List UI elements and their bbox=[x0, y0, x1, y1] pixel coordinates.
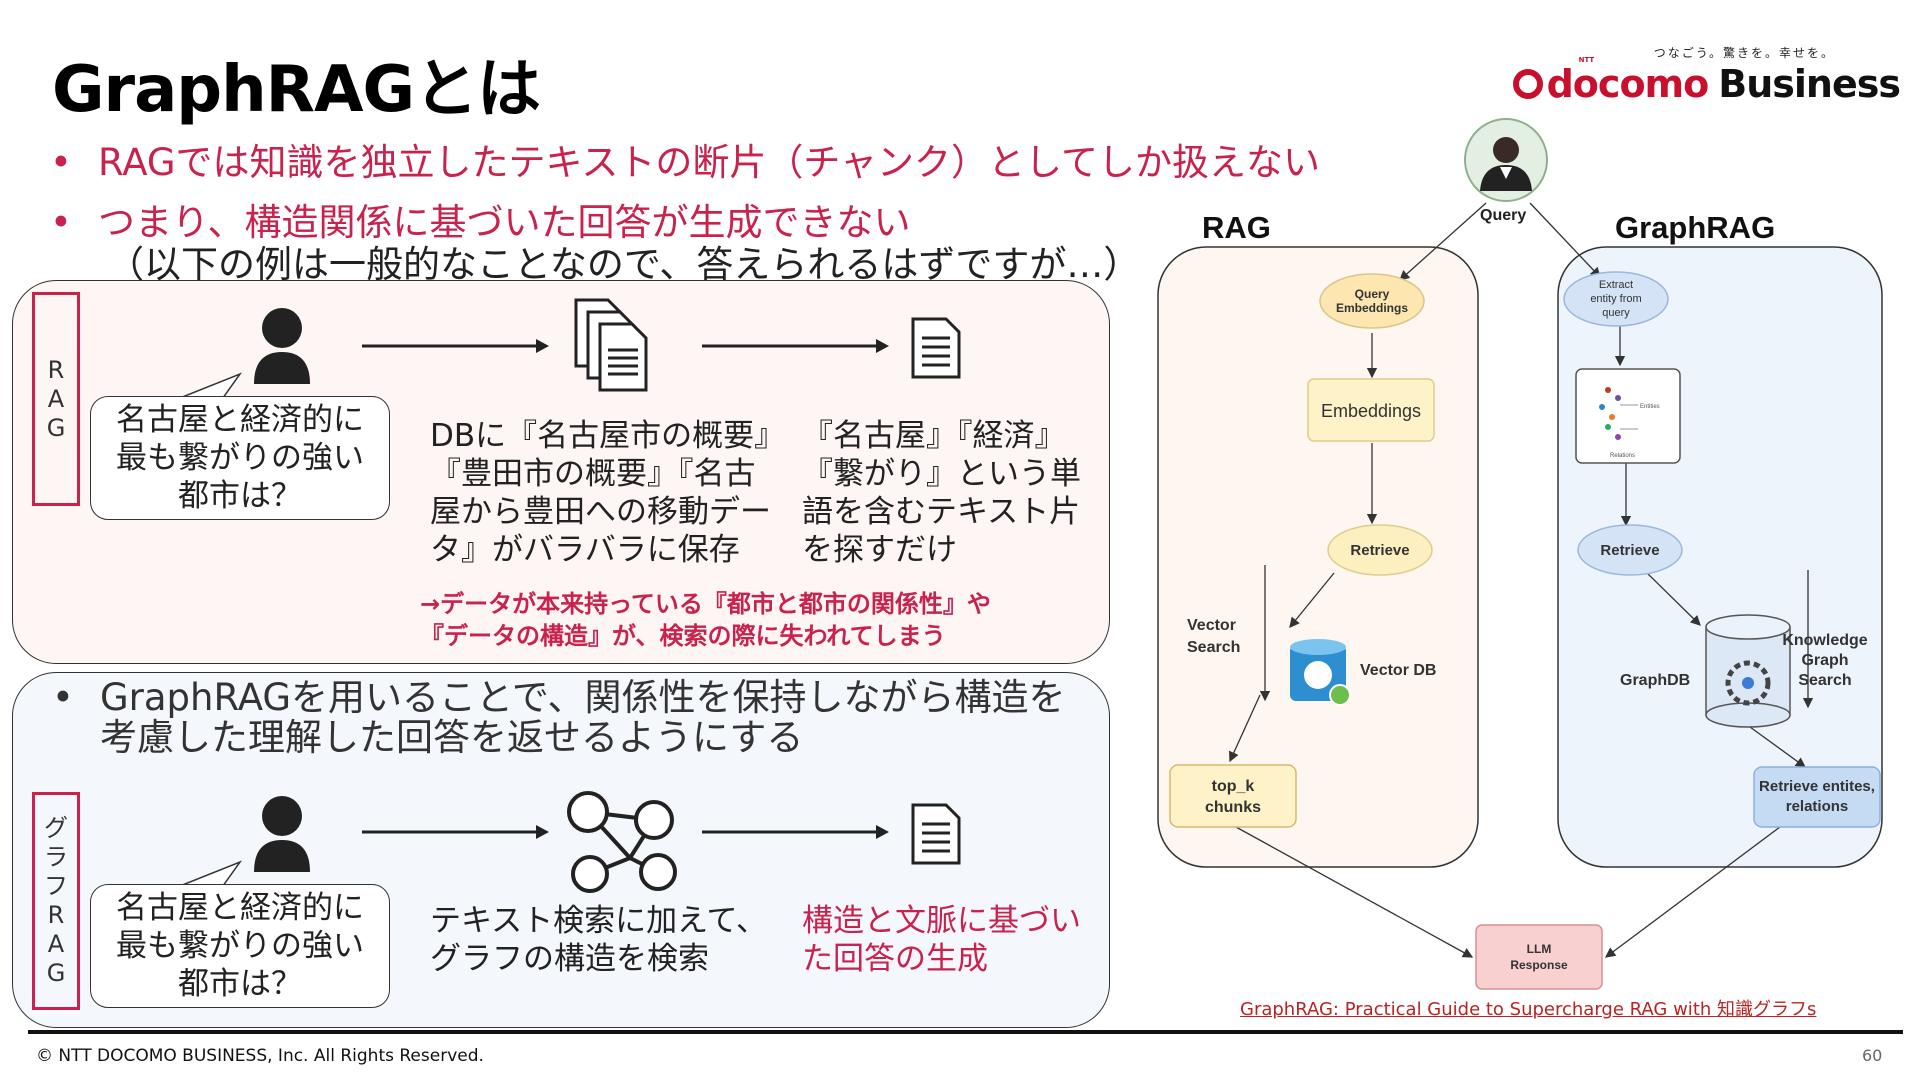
bullet-dot-icon: • bbox=[52, 676, 74, 719]
document-icon bbox=[911, 317, 961, 379]
docomo-ring-icon bbox=[1512, 69, 1543, 99]
graphrag-title: GraphRAG bbox=[1615, 210, 1775, 245]
label-char: フ bbox=[44, 872, 68, 900]
label-char: G bbox=[46, 413, 66, 442]
speech-tail-icon bbox=[169, 860, 243, 890]
node-text: Response bbox=[1510, 958, 1568, 972]
arrow-right-icon bbox=[362, 825, 549, 839]
node-text: Retrieve entites, bbox=[1759, 778, 1875, 795]
label-char: R bbox=[47, 901, 65, 929]
rag-question-bubble: 名古屋と経済的に 最も繋がりの強い 都市は？ bbox=[90, 396, 390, 520]
node-text: Extract bbox=[1599, 279, 1633, 291]
graphrag-bullet-text: GraphRAGを用いることで、関係性を保持しながら構造を 考慮した理解した回答… bbox=[100, 676, 1066, 759]
node-text: top_k bbox=[1212, 778, 1255, 795]
user-icon bbox=[254, 308, 310, 384]
bullet-2-text: つまり、構造関係に基づいた回答が生成できない bbox=[98, 201, 911, 244]
rag-vertical-label: R A G bbox=[32, 292, 80, 506]
document-icon bbox=[911, 803, 961, 865]
thumbnail-entities-text: Entities bbox=[1640, 404, 1660, 410]
bullet-dot-icon: • bbox=[50, 141, 72, 184]
kg-search-label: Knowledge bbox=[1782, 632, 1867, 649]
query-label: Query bbox=[1480, 207, 1526, 224]
rag-search-text: 『名古屋』『経済』 『繋がり』という単 語を含むテキスト片 を探すだけ bbox=[802, 418, 1081, 568]
vector-search-label: Search bbox=[1187, 639, 1240, 656]
node-text: Retrieve bbox=[1350, 542, 1409, 559]
question-line: 都市は？ bbox=[178, 966, 302, 1002]
graphrag-search-text: テキスト検索に加えて、 グラフの構造を検索 bbox=[430, 903, 767, 977]
label-char: G bbox=[46, 959, 66, 987]
llm-response-node bbox=[1475, 924, 1603, 990]
node-text: chunks bbox=[1205, 799, 1261, 816]
node-text: query bbox=[1602, 307, 1630, 319]
brand-logo: NTT docomo Business bbox=[1512, 56, 1901, 106]
graphrag-result-text: 構造と文脈に基づい た回答の生成 bbox=[802, 903, 1081, 977]
entity-relation-thumbnail: Entities Relations bbox=[1575, 368, 1681, 464]
arrow-right-icon bbox=[702, 339, 889, 353]
bullet-2: • つまり、構造関係に基づいた回答が生成できない bbox=[50, 192, 911, 246]
kg-search-label: Graph bbox=[1801, 652, 1848, 669]
embeddings-node bbox=[1307, 378, 1435, 442]
node-text: Query bbox=[1355, 287, 1390, 301]
extract-entity-node bbox=[1563, 271, 1669, 327]
arrow-right-icon bbox=[362, 339, 549, 353]
node-text: Embeddings bbox=[1321, 401, 1421, 421]
node-text: Embeddings bbox=[1336, 301, 1408, 315]
graphrag-question-bubble: 名古屋と経済的に 最も繋がりの強い 都市は？ bbox=[90, 884, 390, 1008]
label-char: A bbox=[47, 930, 65, 958]
retrieve-entities-node bbox=[1753, 766, 1881, 828]
label-char: ラ bbox=[44, 843, 68, 871]
label-char: グ bbox=[44, 814, 68, 842]
rag-retrieve-node bbox=[1327, 524, 1433, 576]
thumbnail-relations-text: Relations bbox=[1610, 453, 1635, 459]
question-line: 名古屋と経済的に bbox=[116, 890, 364, 926]
question-line: 都市は？ bbox=[178, 478, 302, 514]
vector-search-label: Vector bbox=[1187, 617, 1236, 634]
graph-network-icon bbox=[567, 791, 677, 893]
user-icon bbox=[254, 796, 310, 872]
node-text: LLM bbox=[1527, 942, 1552, 956]
rag-title: RAG bbox=[1202, 210, 1271, 245]
footer-divider bbox=[28, 1030, 1903, 1034]
label-char: A bbox=[47, 384, 65, 413]
bullet-dot-icon: • bbox=[50, 201, 72, 244]
vector-db-icon bbox=[1290, 639, 1351, 706]
node-text: relations bbox=[1786, 798, 1849, 815]
brand-ntt: NTT bbox=[1578, 56, 1595, 64]
question-line: 名古屋と経済的に bbox=[116, 402, 364, 438]
arrow-right-icon bbox=[702, 825, 889, 839]
graphrag-vertical-label: グ ラ フ R A G bbox=[32, 792, 80, 1010]
rag-vs-graphrag-diagram: RAG GraphRAG Query Query Embeddings Embe… bbox=[1157, 118, 1883, 990]
bullet-1-text: RAGでは知識を独立したテキストの断片（チャンク）としてしか扱えない bbox=[98, 141, 1320, 184]
node-text: entity from bbox=[1590, 293, 1641, 305]
brand-docomo: docomo bbox=[1546, 62, 1710, 106]
graphrag-retrieve-node bbox=[1577, 524, 1683, 576]
rag-db-text: DBに『名古屋市の概要』 『豊田市の概要』『名古 屋から豊田への移動デー タ』が… bbox=[430, 418, 786, 568]
bullet-sub-text: （以下の例は一般的なことなので、答えられるはずですが…） bbox=[107, 243, 1141, 286]
copyright-text: © NTT DOCOMO BUSINESS, Inc. All Rights R… bbox=[36, 1046, 484, 1066]
bullet-1: • RAGでは知識を独立したテキストの断片（チャンク）としてしか扱えない bbox=[50, 132, 1320, 186]
query-embeddings-node bbox=[1319, 273, 1425, 329]
question-line: 最も繋がりの強い bbox=[116, 928, 364, 964]
brand-business: Business bbox=[1718, 62, 1901, 106]
vector-db-label: Vector DB bbox=[1360, 662, 1436, 679]
user-avatar-icon bbox=[1464, 118, 1548, 202]
question-line: 最も繋がりの強い bbox=[116, 440, 364, 476]
documents-stack-icon bbox=[574, 298, 648, 392]
speech-tail-icon bbox=[169, 372, 243, 402]
rag-note: →データが本来持っている『都市と都市の関係性』や 『データの構造』が、検索の際に… bbox=[420, 590, 991, 650]
label-char: R bbox=[47, 355, 65, 384]
brand-tagline: つなごう。驚きを。幸せを。 bbox=[1653, 46, 1835, 60]
page-number: 60 bbox=[1862, 1046, 1883, 1065]
graphdb-icon bbox=[1705, 614, 1791, 728]
node-text: Retrieve bbox=[1600, 542, 1659, 559]
kg-search-label: Search bbox=[1798, 672, 1851, 689]
page-title: GraphRAGとは bbox=[52, 53, 541, 127]
topk-chunks-node bbox=[1169, 764, 1297, 828]
source-link[interactable]: GraphRAG: Practical Guide to Supercharge… bbox=[1240, 999, 1817, 1020]
graphdb-label: GraphDB bbox=[1620, 672, 1690, 689]
